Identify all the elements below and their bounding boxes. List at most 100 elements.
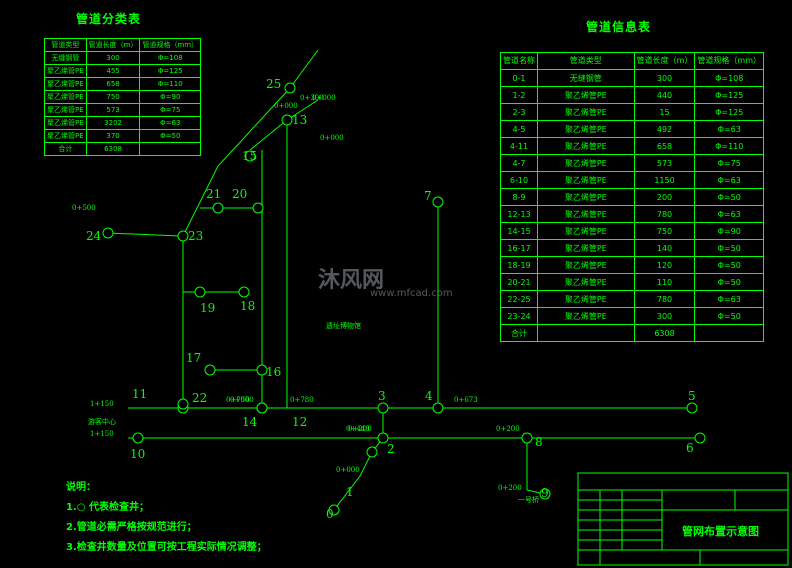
node-label: 17 [186,351,201,365]
station-label: 1+150 [90,430,114,438]
table2-cell: 6308 [633,324,696,342]
manhole-node [686,402,698,414]
node-label: 0 [326,507,334,521]
table2-cell: 合计 [500,324,538,342]
node-label: 6 [686,441,694,455]
manhole-node [132,432,144,444]
table2-cell: 12-13 [500,205,538,223]
node-label: 25 [266,77,281,91]
station-label: 0+200 [498,484,522,492]
node-label: 8 [535,435,543,449]
manhole-node [284,82,296,94]
drawing-title: 管网布置示意图 [682,524,759,538]
table2-cell: 6-10 [500,171,538,189]
node-label: 20 [232,187,247,201]
manhole-node [177,398,189,410]
manhole-node [102,227,114,239]
station-label: 0+000 [274,102,298,110]
node-label: 24 [86,229,102,243]
node-label: 9 [541,486,549,500]
place-label: 一号桥 [518,495,539,504]
node-label: 14 [242,415,258,429]
notes-heading: 说明： [66,482,96,493]
node-label: 5 [688,389,696,403]
station-label: 0+000 [312,94,336,102]
station-label: 0+673 [454,396,478,404]
station-label: 0+750 [226,396,250,404]
station-label: 0+200 [496,425,520,433]
table2-row: 合计 6308 [500,324,764,342]
node-label: 1 [346,485,354,499]
note-item: 1.○ 代表检查井； [66,502,149,513]
manhole-node [177,230,189,242]
table1-title: 管道分类表 [76,12,142,26]
note-item: 2.管道必需严格按规范进行； [66,522,197,533]
manhole-node [694,432,706,444]
place-label: 游客中心 [88,417,116,426]
station-label: 0+000 [336,466,360,474]
node-label: 2 [387,442,395,456]
manhole-node [539,488,551,500]
node-label: 18 [240,299,255,313]
station-label: 0+000 [230,396,254,404]
note-item: 3.检查井数量及位置可按工程实际情况调整； [66,542,267,553]
watermark-url: www.mfcad.com [370,288,453,299]
node-label: 22 [192,391,207,405]
node-label: 19 [200,301,215,315]
notes-block: 说明： 1.○ 代表检查井； 2.管道必需严格按规范进行； 3.检查井数量及位置… [66,478,267,558]
station-label: 0+200 [348,425,372,433]
node-label: 21 [206,187,221,201]
node-label: 13 [292,113,307,127]
manhole-node [244,150,256,162]
node-label: 7 [424,189,432,203]
place-label: 遗址博物馆 [326,321,361,330]
node-label: 3 [378,389,386,403]
station-label: 0+500 [72,204,96,212]
manhole-node [377,432,389,444]
manhole-node [366,446,378,458]
manhole-node [204,364,216,376]
node-label: 4 [425,389,433,403]
manhole-node [194,286,206,298]
node-label: 10 [130,447,145,461]
manhole-node [252,202,264,214]
node-label: 11 [132,387,147,401]
manhole-node [432,402,444,414]
watermark-brand: 沐风网 [318,268,385,293]
table2-title: 管道信息表 [586,20,652,34]
station-label: 0+000 [320,134,344,142]
table1-cell [139,142,202,156]
manhole-node [238,286,250,298]
manhole-node [377,402,389,414]
node-label: 15 [242,149,257,163]
station-label: 0+440 [346,425,370,433]
manhole-node [212,202,224,214]
table2-cell: 440 [633,86,696,104]
station-label: 0+300 [300,94,324,102]
node-label: 23 [188,229,203,243]
table1-cell: 3202 [85,116,141,130]
table2-cell [694,324,764,342]
manhole-node [256,364,268,376]
manhole-node [256,402,268,414]
table1-cell: 6308 [85,142,141,156]
